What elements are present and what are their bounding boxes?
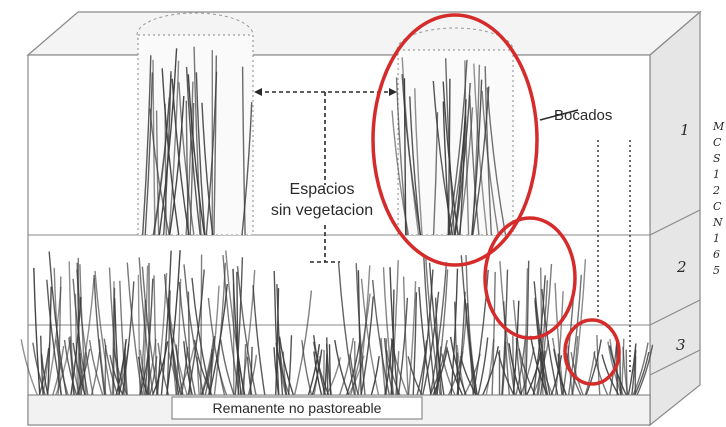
side-note: M: [712, 120, 725, 133]
grass-blade: [201, 255, 202, 395]
side-note: S: [713, 152, 721, 165]
block-top-face: [28, 12, 700, 55]
label-sin-vegetacion: sin vegetacion: [271, 202, 373, 219]
side-notes: M C S 1 2 C N 1 6 5: [712, 120, 725, 277]
side-note: 5: [713, 264, 720, 277]
grass-blade: [105, 345, 106, 400]
side-note: 6: [713, 248, 720, 261]
layer-number-2: 2: [676, 258, 687, 276]
layer-number-1: 1: [680, 121, 690, 139]
label-remanente: Remanente no pastoreable: [213, 400, 382, 416]
clump-column: [138, 35, 253, 235]
layer-number-3: 3: [676, 336, 686, 354]
side-note: C: [713, 200, 722, 213]
side-note: 1: [713, 168, 720, 181]
side-note: N: [712, 216, 723, 229]
label-bocados: Bocados: [554, 107, 612, 124]
grass-blade: [635, 356, 636, 400]
label-espacios: Espacios: [290, 181, 355, 198]
side-note: 1: [713, 232, 720, 245]
side-note: 2: [712, 184, 720, 197]
grass-blade: [355, 341, 356, 400]
side-note: C: [713, 136, 722, 149]
